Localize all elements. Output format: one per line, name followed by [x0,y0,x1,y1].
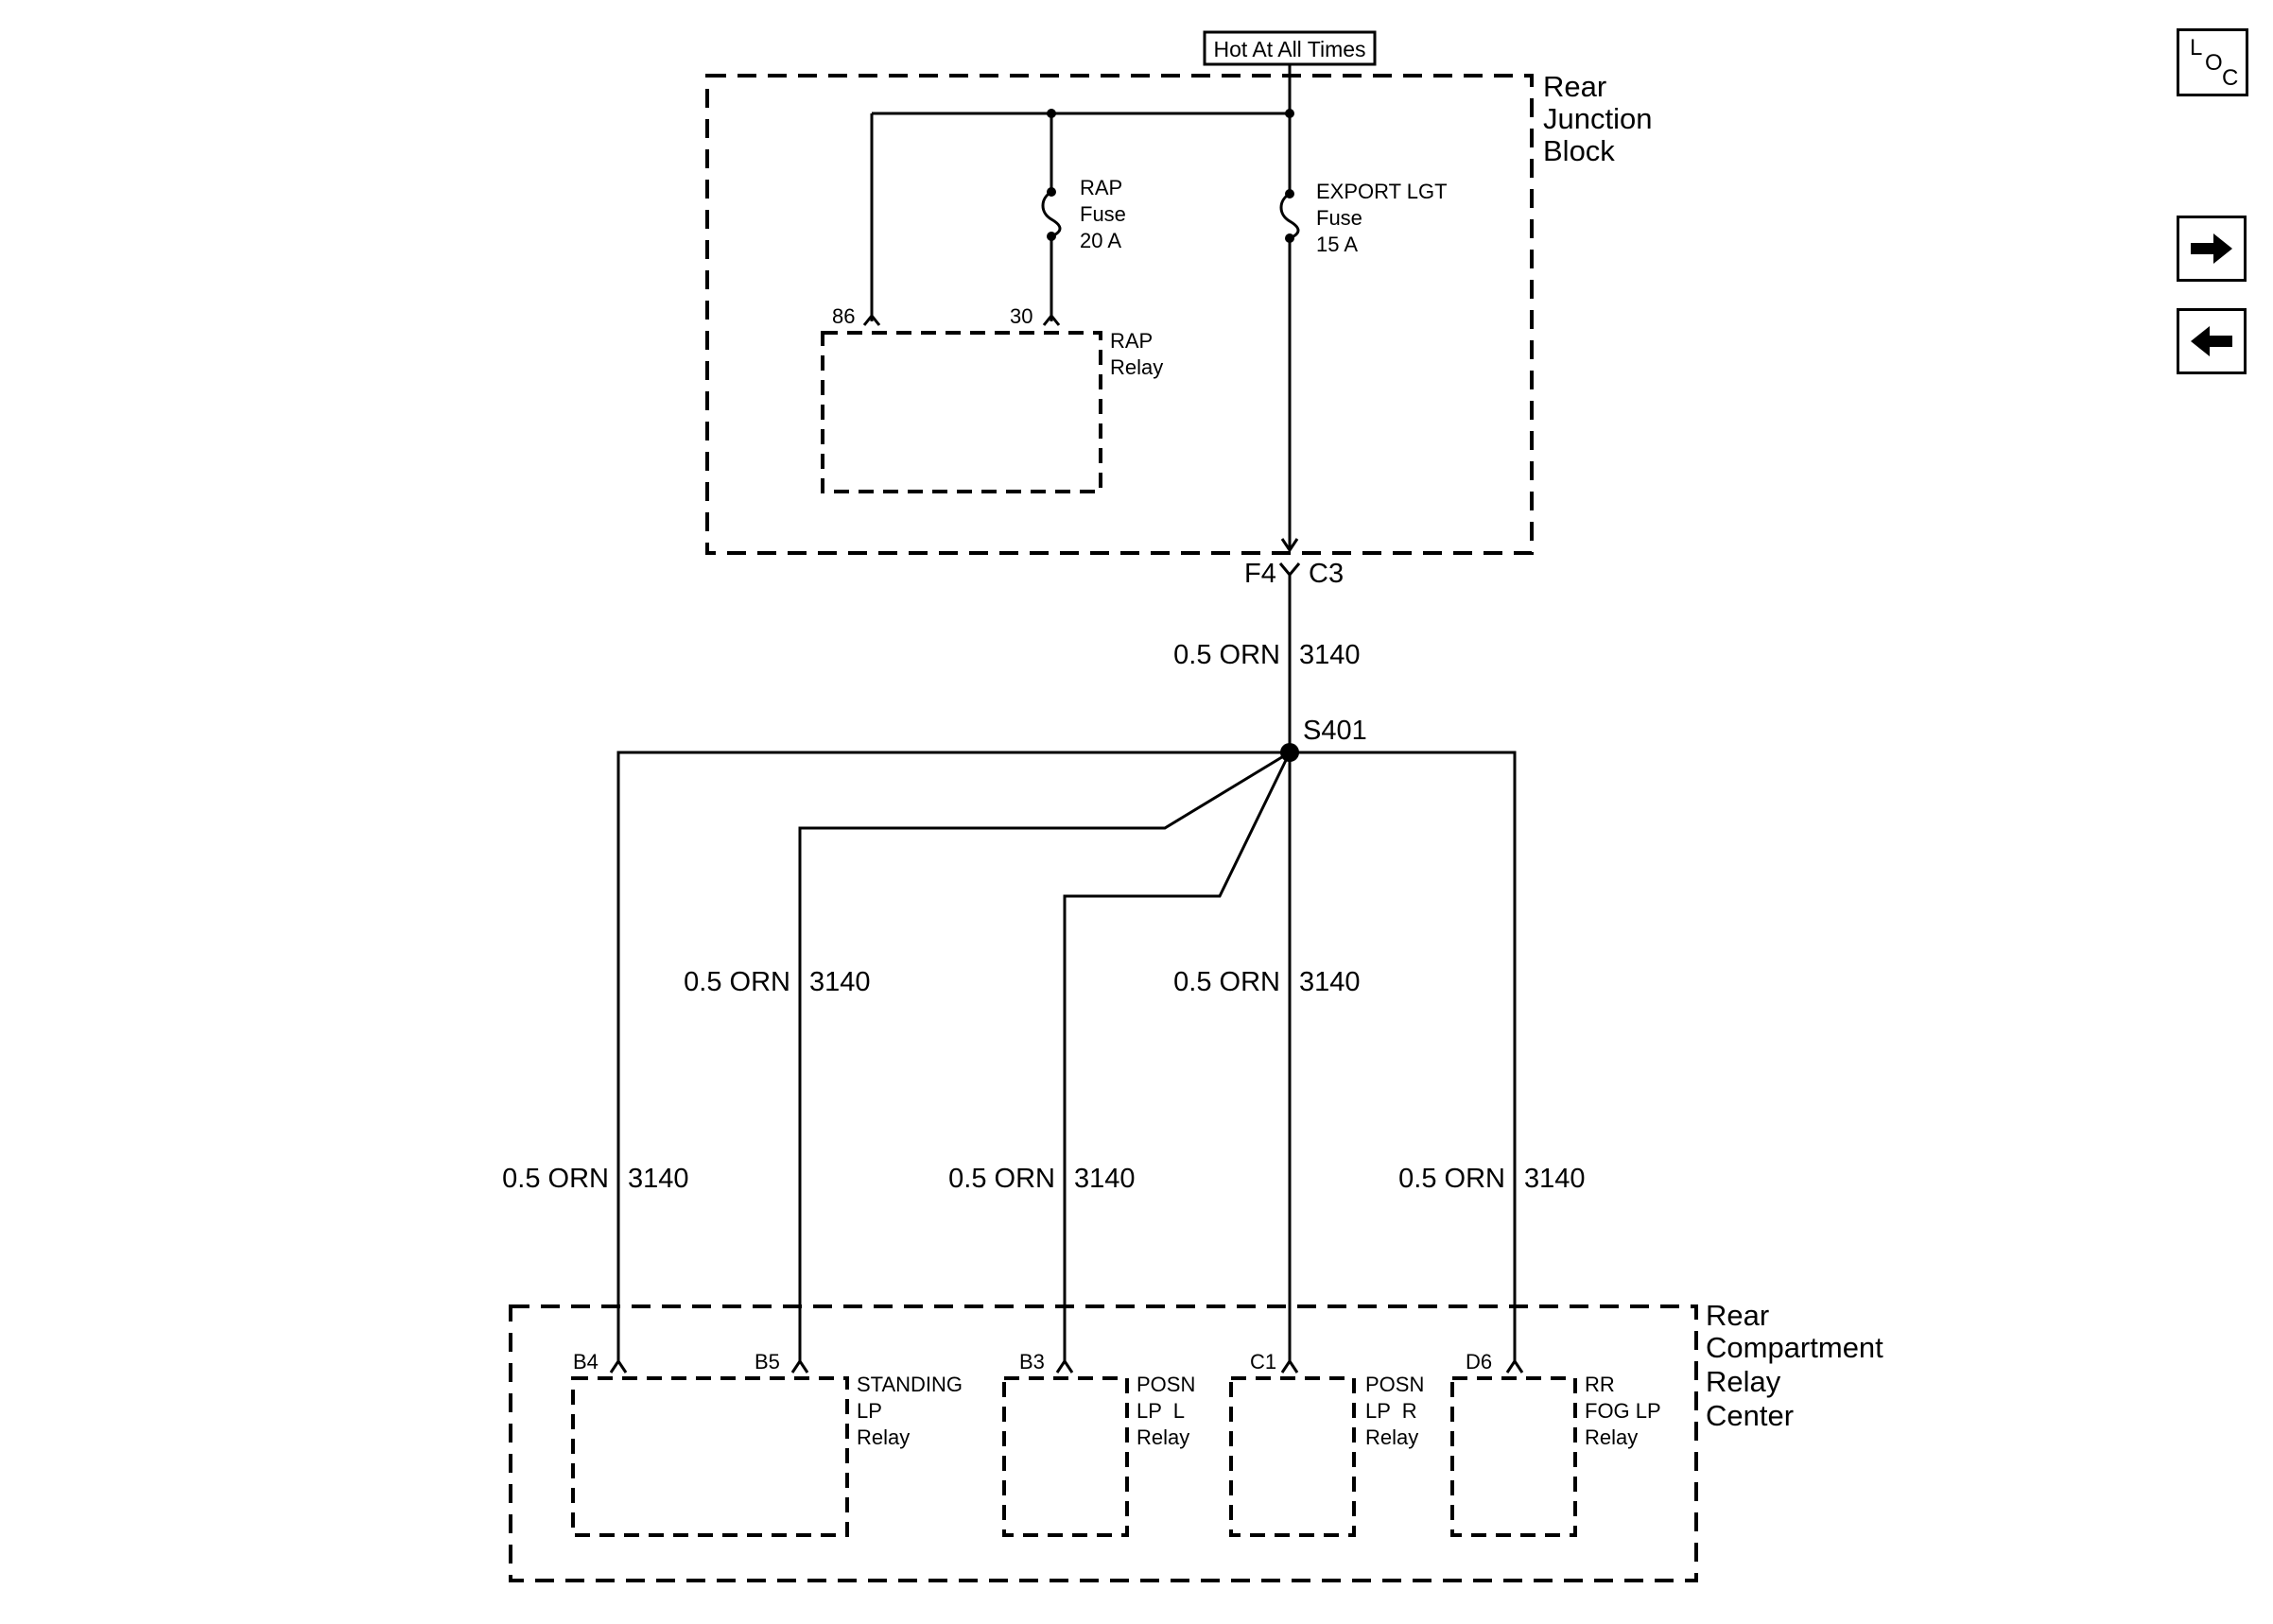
standing-lp-relay-box [571,1376,849,1537]
pin-d6-label: D6 [1466,1350,1492,1373]
wire-gauge-color: 0.5 ORN [684,967,790,997]
junction-block-title: Rear Junction Block [1543,70,1660,167]
export-fuse-icon [1279,113,1300,548]
connector-f4-c3: F4 C3 [1244,559,1344,756]
pin-terminal-icon [1280,1358,1299,1373]
component-locator-button[interactable]: L O C [2177,28,2248,96]
connector-pin-icon [1278,562,1301,756]
wire-to-d6 [1290,751,1517,1361]
wire-circuit: 3140 [1074,1164,1136,1194]
relay-center-title: Rear Compartment Relay Center [1706,1299,1891,1432]
rr-fog-lp-relay-box [1450,1376,1577,1537]
posn-lp-l-relay-label: POSN LP L Relay [1136,1373,1201,1449]
wire-gauge-color: 0.5 ORN [948,1164,1055,1194]
next-page-button[interactable] [2177,216,2247,282]
connector-arrow-icon [1280,538,1299,553]
left-arrow-icon [2191,326,2232,356]
pin-c1-label: C1 [1250,1350,1276,1373]
standing-lp-relay-label: STANDING LP Relay [857,1373,968,1449]
wire-circuit: 3140 [1524,1164,1586,1194]
wire-to-b5 [798,751,1291,1361]
rear-compartment-relay-center: Rear Compartment Relay Center B4 B5 STAN… [509,1299,1891,1582]
pin-30-label: 30 [1010,304,1032,328]
loc-letter: L [2190,35,2203,60]
export-fuse-label: EXPORT LGT Fuse 15 A [1316,180,1452,256]
power-source: Hot At All Times [1203,30,1377,66]
splice-s401: S401 [1280,716,1367,762]
pin-b5-label: B5 [755,1350,780,1373]
wire-gauge-color: 0.5 ORN [1173,967,1280,997]
pin-b3-label: B3 [1019,1350,1045,1373]
wire-to-b3 [1063,752,1292,1361]
posn-lp-l-relay-box [1002,1376,1129,1537]
power-source-label: Hot At All Times [1213,37,1365,61]
rap-relay-label: RAP Relay [1110,329,1163,379]
junction-block-outline [705,74,1534,555]
pin-86-label: 86 [832,304,855,328]
pin-terminal-icon [862,313,881,326]
rr-fog-lp-relay-label: RR FOG LP Relay [1585,1373,1666,1449]
wire-circuit: 3140 [1299,967,1361,997]
wire-circuit: 3140 [809,967,871,997]
wire-gauge-color: 0.5 ORN [1398,1164,1505,1194]
loc-letter: C [2222,65,2239,91]
posn-lp-r-relay-label: POSN LP R Relay [1365,1373,1430,1449]
splice-label: S401 [1303,716,1367,746]
wire-gauge-color: 0.5 ORN [502,1164,609,1194]
relay-center-outline [509,1304,1698,1582]
wire-to-b4 [616,751,1290,1361]
pin-terminal-icon [1042,313,1061,326]
rap-fuse-label: RAP Fuse 20 A [1080,176,1132,252]
wire-circuit: 3140 [1299,640,1361,670]
previous-page-button[interactable] [2177,308,2247,374]
pin-terminal-icon [1055,1358,1074,1373]
rap-relay-box [821,331,1102,493]
pin-b4-label: B4 [573,1350,599,1373]
connector-left-label: F4 [1244,559,1276,589]
rear-junction-block: Rear Junction Block RAP Fuse 20 A 86 30 … [705,64,1660,555]
branch-wires [616,751,1517,1361]
pin-terminal-icon [790,1358,809,1373]
wire-circuit: 3140 [628,1164,689,1194]
loc-letter: O [2205,50,2223,76]
pin-terminal-icon [1505,1358,1524,1373]
posn-lp-r-relay-box [1229,1376,1356,1537]
wire-gauge-color: 0.5 ORN [1173,640,1280,670]
rap-fuse-icon [1041,113,1062,321]
connector-right-label: C3 [1309,559,1344,589]
pin-terminal-icon [609,1358,628,1373]
right-arrow-icon [2191,233,2232,264]
